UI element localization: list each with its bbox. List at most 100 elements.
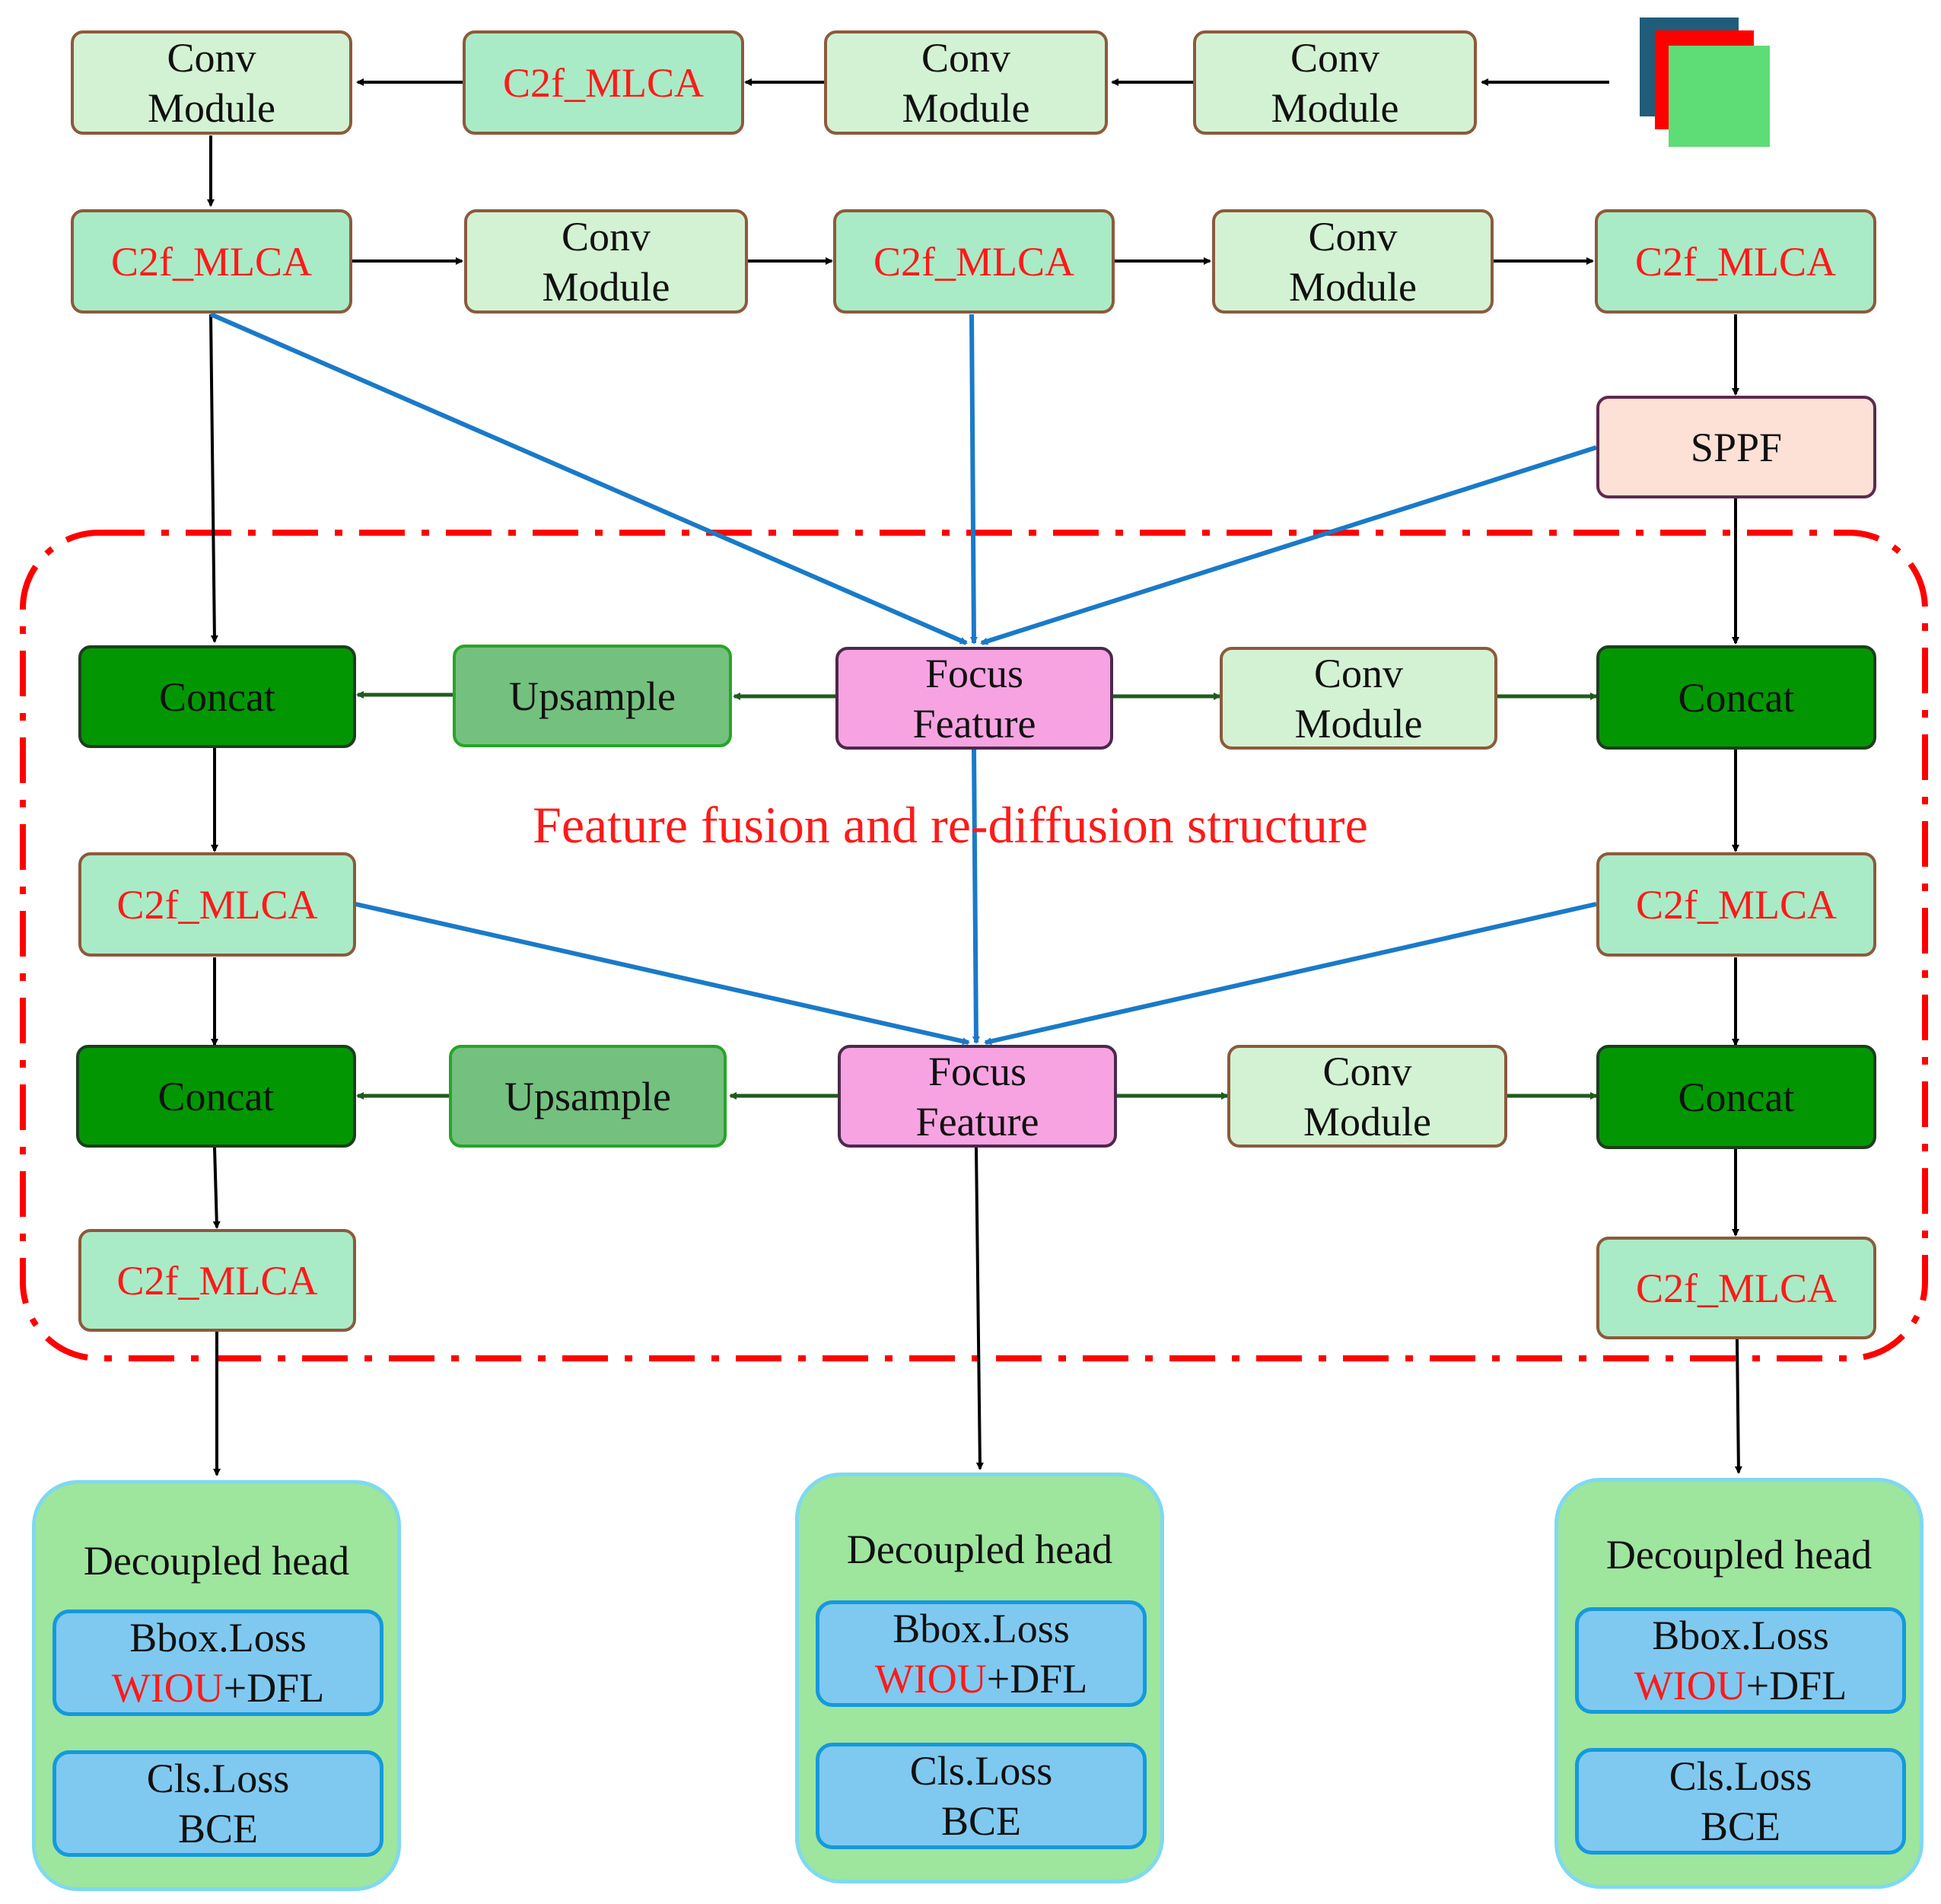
cls-loss-box: Cls.Loss BCE — [816, 1743, 1147, 1849]
bbox-loss-title: Bbox.Loss — [129, 1615, 307, 1660]
node-label-line2: Module — [1271, 84, 1399, 131]
blue-c2f-left-to-focus2 — [355, 902, 970, 1046]
focus-feature-n3: Focus Feature — [838, 1045, 1117, 1148]
blue-c2f-left-to-focus1 — [209, 312, 968, 645]
node-label-line1: Focus — [928, 1048, 1026, 1094]
decoupled-head-right: Decoupled head Bbox.Loss WIOU+DFL Cls.Lo… — [1554, 1478, 1923, 1889]
node-label: C2f_MLCA — [1634, 238, 1836, 285]
concat-n1-right: Concat — [1596, 645, 1876, 750]
cls-loss-title: Cls.Loss — [1669, 1753, 1812, 1799]
head-title: Decoupled head — [846, 1527, 1113, 1572]
head-title: Decoupled head — [83, 1538, 350, 1584]
node-label-line1: Conv — [1308, 213, 1398, 259]
node-label: Upsample — [504, 1073, 671, 1119]
node-label-line1: Conv — [921, 34, 1011, 81]
conv-module-r2-2: Conv Module — [464, 209, 748, 314]
conv-module-n1: Conv Module — [1220, 647, 1497, 750]
dfl-term: +DFL — [223, 1665, 325, 1711]
node-label: C2f_MLCA — [1635, 881, 1837, 928]
cls-loss-value: BCE — [177, 1806, 259, 1851]
dfl-term: +DFL — [986, 1656, 1088, 1702]
node-label-line2: Module — [902, 84, 1030, 131]
concat-n1-left: Concat — [78, 645, 356, 748]
node-label: Concat — [1678, 674, 1795, 721]
dfl-term: +DFL — [1745, 1663, 1847, 1708]
bbox-loss-formula: WIOU+DFL — [1634, 1660, 1847, 1711]
bbox-loss-formula: WIOU+DFL — [112, 1663, 324, 1713]
node-label-line2: Feature — [915, 1098, 1039, 1145]
node-label: C2f_MLCA — [873, 238, 1074, 285]
arrow-c2f-left-to-concat — [209, 314, 218, 643]
bbox-loss-box: Bbox.Loss WIOU+DFL — [53, 1609, 383, 1716]
concat-n3-right: Concat — [1596, 1045, 1876, 1149]
bbox-loss-box: Bbox.Loss WIOU+DFL — [1575, 1607, 1906, 1714]
cls-loss-title: Cls.Loss — [146, 1756, 290, 1801]
bbox-loss-formula: WIOU+DFL — [875, 1654, 1087, 1704]
conv-module-r1-3: Conv Module — [824, 30, 1108, 135]
c2f-mlca-r2-5: C2f_MLCA — [1595, 209, 1876, 314]
conv-module-r1-4: Conv Module — [1193, 30, 1477, 135]
conv-module-r2-4: Conv Module — [1212, 209, 1494, 314]
node-label-line2: Module — [1303, 1098, 1431, 1145]
fusion-structure-label: Feature fusion and re-diffusion structur… — [533, 796, 1368, 854]
c2f-mlca-r2-1: C2f_MLCA — [71, 209, 352, 314]
bbox-loss-box: Bbox.Loss WIOU+DFL — [816, 1600, 1147, 1707]
c2f-mlca-n4-left: C2f_MLCA — [78, 1229, 356, 1332]
c2f-mlca-n2-left: C2f_MLCA — [78, 852, 356, 957]
arrow-focus-to-head-middle — [975, 1147, 984, 1470]
node-label-line2: Module — [148, 84, 275, 131]
bbox-loss-title: Bbox.Loss — [893, 1606, 1070, 1651]
cls-loss-box: Cls.Loss BCE — [1575, 1748, 1906, 1855]
wiou-term: WIOU — [1634, 1663, 1746, 1708]
node-label: SPPF — [1690, 424, 1783, 470]
blue-sppf-to-focus1 — [980, 445, 1597, 645]
c2f-mlca-r1: C2f_MLCA — [463, 30, 744, 135]
upsample-n3: Upsample — [449, 1045, 727, 1148]
node-label-line1: Conv — [561, 213, 651, 259]
c2f-mlca-r2-3: C2f_MLCA — [833, 209, 1115, 314]
node-label-line1: Focus — [924, 650, 1023, 696]
node-label-line2: Module — [542, 263, 670, 310]
node-label: C2f_MLCA — [110, 238, 312, 285]
bbox-loss-title: Bbox.Loss — [1652, 1613, 1829, 1658]
node-label-line1: Conv — [1313, 650, 1404, 696]
node-label-line2: Module — [1289, 263, 1417, 310]
conv-module-r1-1: Conv Module — [71, 30, 352, 135]
head-title: Decoupled head — [1605, 1532, 1873, 1578]
node-label: Concat — [159, 673, 275, 720]
node-label: C2f_MLCA — [116, 1257, 318, 1304]
node-label: C2f_MLCA — [116, 881, 318, 928]
decoupled-head-left: Decoupled head Bbox.Loss WIOU+DFL Cls.Lo… — [32, 1480, 401, 1891]
node-label-line1: Conv — [167, 34, 256, 81]
node-label: Upsample — [509, 673, 676, 719]
node-label-line2: Feature — [912, 700, 1036, 747]
cls-loss-title: Cls.Loss — [909, 1748, 1053, 1794]
upsample-n1: Upsample — [453, 645, 732, 747]
blue-c2f-right-to-focus2 — [984, 902, 1597, 1046]
cls-loss-value: BCE — [1700, 1804, 1781, 1849]
node-label: Concat — [158, 1073, 275, 1119]
node-label: C2f_MLCA — [1635, 1265, 1837, 1311]
input-image-icon-green — [1669, 46, 1770, 147]
c2f-mlca-n4-right: C2f_MLCA — [1596, 1237, 1876, 1339]
blue-c2f-mid-to-focus1 — [969, 314, 978, 645]
concat-n3-left: Concat — [76, 1045, 356, 1148]
node-label-line2: Module — [1294, 700, 1423, 747]
blue-focus1-to-focus2 — [972, 749, 980, 1044]
decoupled-head-middle: Decoupled head Bbox.Loss WIOU+DFL Cls.Lo… — [795, 1473, 1164, 1883]
wiou-term: WIOU — [111, 1665, 224, 1711]
cls-loss-box: Cls.Loss BCE — [53, 1750, 383, 1857]
arrow-to-head-right — [1734, 1339, 1742, 1474]
arrow-concat-to-c2f-left-bottom — [212, 1147, 221, 1229]
node-label-line1: Conv — [1322, 1048, 1412, 1094]
focus-feature-n1: Focus Feature — [835, 647, 1113, 750]
c2f-mlca-n2-right: C2f_MLCA — [1596, 852, 1876, 957]
node-label: Concat — [1678, 1074, 1795, 1120]
node-label-line1: Conv — [1290, 34, 1380, 81]
node-label: C2f_MLCA — [502, 59, 704, 106]
sppf-block: SPPF — [1596, 396, 1876, 498]
cls-loss-value: BCE — [940, 1798, 1022, 1844]
wiou-term: WIOU — [874, 1656, 987, 1702]
